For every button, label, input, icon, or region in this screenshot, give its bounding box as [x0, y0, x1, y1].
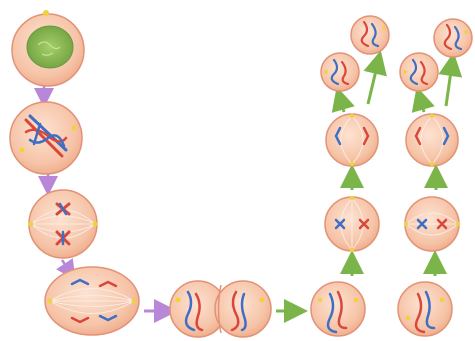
centrosome-icon	[29, 222, 34, 227]
arrow-up-icon	[446, 64, 452, 106]
cell-gamete	[434, 19, 472, 57]
centrosome-icon	[72, 126, 77, 131]
cell-telophase	[170, 281, 271, 337]
cell-prophase	[10, 102, 82, 174]
cell-anaphase-ii	[326, 114, 378, 166]
arrow-up-icon	[420, 98, 424, 112]
column-daughter-a	[311, 16, 389, 336]
cell-prophase-ii	[311, 282, 365, 336]
centrosome-icon	[260, 298, 265, 303]
column-daughter-b	[398, 19, 472, 336]
centrosome-icon	[132, 299, 137, 304]
cell-anaphase-ii	[406, 114, 458, 166]
cell-anaphase	[45, 267, 139, 335]
arrow-up-icon	[340, 98, 344, 112]
centrosome-icon	[93, 222, 98, 227]
centrosome-icon	[43, 10, 49, 16]
arrow-up-icon	[368, 62, 378, 104]
cell-gamete	[351, 16, 389, 54]
cell-interphase	[12, 10, 84, 86]
cell-metaphase	[29, 190, 98, 258]
centrosome-icon	[176, 298, 181, 303]
cell-prophase-ii	[398, 282, 452, 336]
centrosome-icon	[48, 299, 53, 304]
arrow-down-icon	[62, 260, 70, 272]
nucleus-icon	[27, 26, 73, 68]
centrosome-icon	[20, 148, 25, 153]
